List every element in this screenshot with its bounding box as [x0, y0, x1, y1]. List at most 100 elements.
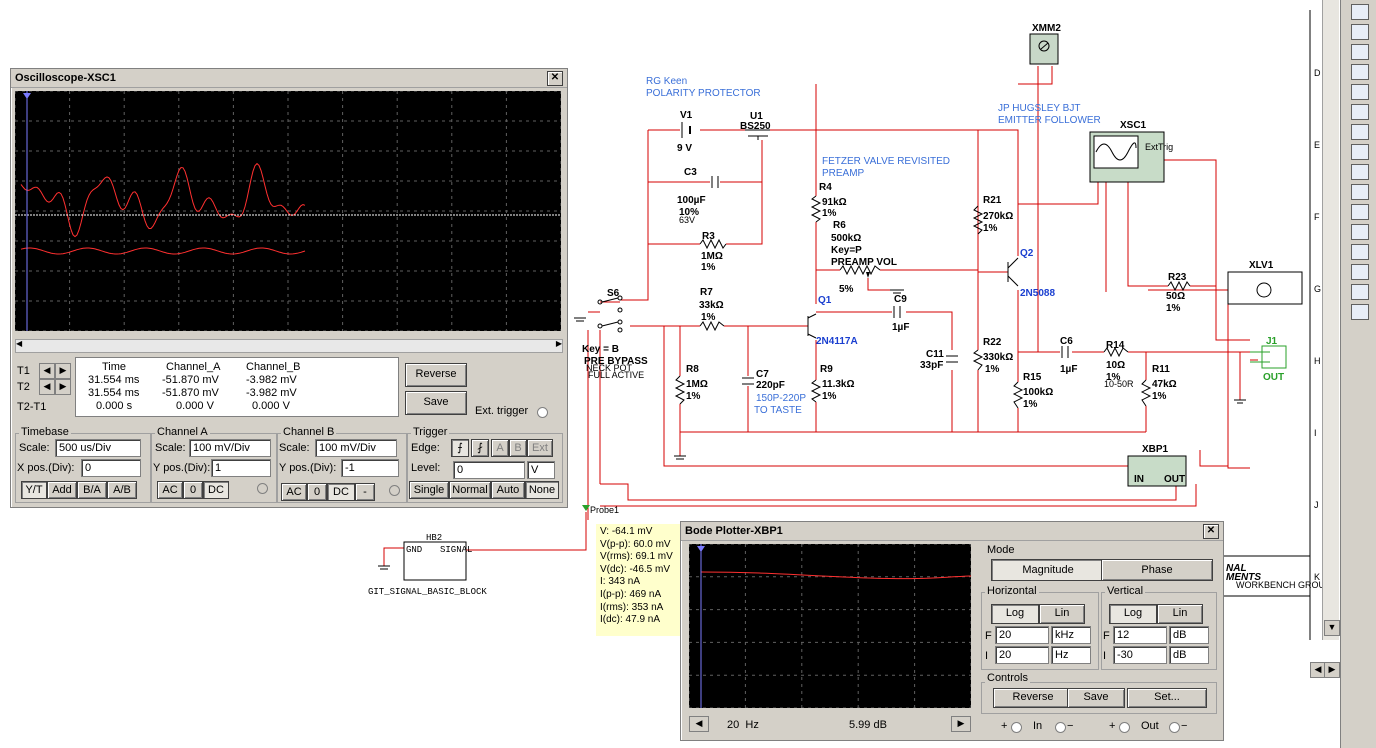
- magnitude-button[interactable]: Magnitude: [991, 559, 1105, 581]
- auto-button[interactable]: Auto: [491, 481, 525, 499]
- trigger-level-input[interactable]: 0: [453, 461, 525, 479]
- channel-b-scale-input[interactable]: 100 mV/Div: [315, 439, 397, 457]
- rising-edge-icon[interactable]: ⨍: [451, 439, 469, 457]
- instrument-tool-icon[interactable]: [1351, 24, 1369, 40]
- xmm2-multimeter-icon[interactable]: [1029, 33, 1059, 65]
- channel-b-dc-button[interactable]: DC: [327, 483, 355, 501]
- bode-save-button[interactable]: Save: [1067, 688, 1125, 708]
- t1-left-arrow-icon[interactable]: ◀: [39, 363, 55, 379]
- r21-tolerance: 1%: [983, 223, 998, 234]
- bode-cursor-left-icon[interactable]: ◀: [689, 716, 709, 732]
- instrument-tool-icon[interactable]: [1351, 264, 1369, 280]
- falling-edge-icon[interactable]: ⨏: [471, 439, 489, 457]
- instrument-tool-icon[interactable]: [1351, 224, 1369, 240]
- bode-set-button[interactable]: Set...: [1127, 688, 1207, 708]
- probe-marker-icon[interactable]: [582, 505, 590, 511]
- vertical-i-input[interactable]: -30: [1113, 646, 1167, 664]
- channel-b-ypos-input[interactable]: -1: [341, 459, 399, 477]
- t2-left-arrow-icon[interactable]: ◀: [39, 379, 55, 395]
- j1-jack-icon[interactable]: [1250, 345, 1287, 369]
- channel-a-scale-input[interactable]: 100 mV/Div: [189, 439, 271, 457]
- instrument-tool-icon[interactable]: [1351, 104, 1369, 120]
- vertical-i-unit[interactable]: dB: [1169, 646, 1209, 664]
- vertical-log-button[interactable]: Log: [1109, 604, 1157, 624]
- horizontal-f-unit[interactable]: kHz: [1051, 626, 1091, 644]
- none-button[interactable]: None: [525, 481, 559, 499]
- ab-button[interactable]: A/B: [107, 481, 137, 499]
- instrument-tool-icon[interactable]: [1351, 244, 1369, 260]
- reverse-button[interactable]: Reverse: [405, 363, 467, 387]
- horizontal-scroll-arrows[interactable]: ◀ ▶: [1310, 662, 1340, 678]
- instrument-tool-icon[interactable]: [1351, 124, 1369, 140]
- channel-b-minus-button[interactable]: -: [355, 483, 375, 501]
- channel-a-zero-button[interactable]: 0: [183, 481, 203, 499]
- xpos-input[interactable]: 0: [81, 459, 141, 477]
- close-icon[interactable]: ✕: [547, 70, 563, 86]
- instrument-tool-icon[interactable]: [1351, 164, 1369, 180]
- in-plus-radio[interactable]: [1011, 722, 1022, 733]
- t2-right-arrow-icon[interactable]: ▶: [55, 379, 71, 395]
- channel-a-radio[interactable]: [257, 483, 268, 494]
- instrument-tool-icon[interactable]: [1351, 204, 1369, 220]
- single-button[interactable]: Single: [409, 481, 449, 499]
- trigger-a-button[interactable]: A: [491, 439, 509, 457]
- normal-button[interactable]: Normal: [449, 481, 491, 499]
- xlv1-analyzer-icon[interactable]: [1227, 271, 1303, 305]
- channel-a-ypos-input[interactable]: 1: [211, 459, 271, 477]
- instrument-tool-icon[interactable]: [1351, 304, 1369, 320]
- instrument-tool-icon[interactable]: [1351, 284, 1369, 300]
- vertical-f-input[interactable]: 12: [1113, 626, 1167, 644]
- trigger-b-button[interactable]: B: [509, 439, 527, 457]
- bode-cursor-right-icon[interactable]: ▶: [951, 716, 971, 732]
- channel-b-zero-button[interactable]: 0: [307, 483, 327, 501]
- phase-button[interactable]: Phase: [1101, 559, 1213, 581]
- instrument-tool-icon[interactable]: [1351, 144, 1369, 160]
- in-plus-label: +: [1001, 720, 1008, 732]
- trigger-level-unit[interactable]: V: [527, 461, 555, 479]
- q1-jfet-icon[interactable]: [807, 313, 817, 339]
- scroll-right-icon[interactable]: ▶: [1324, 662, 1340, 678]
- hb2-block[interactable]: [403, 541, 467, 581]
- yt-button[interactable]: Y/T: [21, 481, 47, 499]
- in-minus-radio[interactable]: [1055, 722, 1066, 733]
- vertical-f-unit[interactable]: dB: [1169, 626, 1209, 644]
- s6-switch-icon[interactable]: [597, 295, 623, 333]
- instrument-tool-icon[interactable]: [1351, 64, 1369, 80]
- channel-a-ac-button[interactable]: AC: [157, 481, 183, 499]
- channel-b-radio[interactable]: [389, 485, 400, 496]
- t1-right-arrow-icon[interactable]: ▶: [55, 363, 71, 379]
- timebase-scale-input[interactable]: 500 us/Div: [55, 439, 141, 457]
- horizontal-i-unit[interactable]: Hz: [1051, 646, 1091, 664]
- u1-mosfet-icon[interactable]: [745, 129, 770, 140]
- bode-titlebar[interactable]: Bode Plotter-XBP1 ✕: [681, 522, 1223, 541]
- add-button[interactable]: Add: [47, 481, 77, 499]
- out-minus-radio[interactable]: [1169, 722, 1180, 733]
- horizontal-lin-button[interactable]: Lin: [1039, 604, 1085, 624]
- instrument-tool-icon[interactable]: [1351, 44, 1369, 60]
- horizontal-i-input[interactable]: 20: [995, 646, 1049, 664]
- bode-close-icon[interactable]: ✕: [1203, 523, 1219, 539]
- q2-bjt-icon[interactable]: [1007, 257, 1019, 287]
- ba-button[interactable]: B/A: [77, 481, 107, 499]
- trigger-ext-button[interactable]: Ext: [527, 439, 553, 457]
- instrument-tool-icon[interactable]: [1351, 84, 1369, 100]
- instrument-tool-icon[interactable]: [1351, 4, 1369, 20]
- out-plus-radio[interactable]: [1119, 722, 1130, 733]
- channel-a-dc-button[interactable]: DC: [203, 481, 229, 499]
- v1-battery-icon[interactable]: [681, 122, 691, 138]
- c3-capacitor-icon[interactable]: [711, 176, 719, 188]
- channel-b-ac-button[interactable]: AC: [281, 483, 307, 501]
- ext-trigger-radio[interactable]: [537, 407, 548, 418]
- horizontal-log-button[interactable]: Log: [991, 604, 1039, 624]
- save-button[interactable]: Save: [405, 391, 467, 415]
- scope-scrollbar[interactable]: ◀ ▶: [15, 339, 563, 353]
- bode-reverse-button[interactable]: Reverse: [993, 688, 1073, 708]
- xbp1-bode-icon[interactable]: [1127, 455, 1187, 487]
- horizontal-f-input[interactable]: 20: [995, 626, 1049, 644]
- vertical-scrollbar[interactable]: [1322, 0, 1339, 640]
- vertical-lin-button[interactable]: Lin: [1157, 604, 1203, 624]
- instrument-tool-icon[interactable]: [1351, 184, 1369, 200]
- scroll-down-icon[interactable]: ▼: [1324, 620, 1340, 636]
- oscilloscope-titlebar[interactable]: Oscilloscope-XSC1 ✕: [11, 69, 567, 88]
